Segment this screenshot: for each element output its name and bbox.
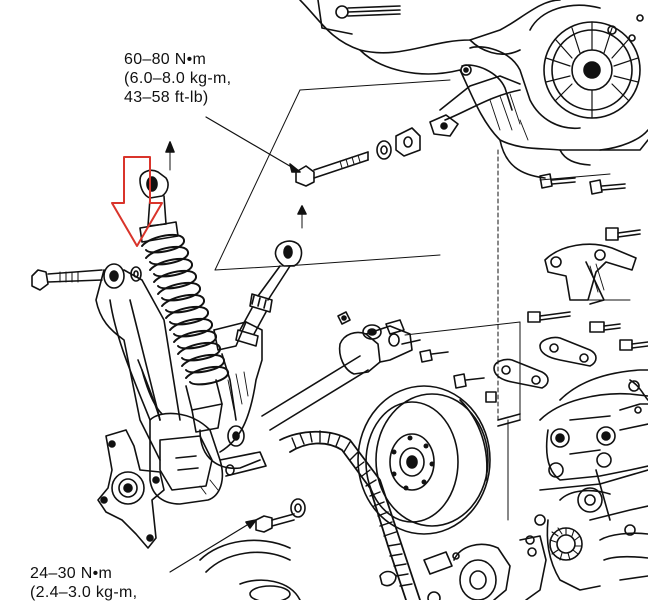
torque-spec-lower-nm: 24–30 N•m — [30, 565, 113, 582]
torque-spec-lower: 24–30 N•m (2.4–3.0 kg-m, — [30, 564, 137, 602]
swing-arm — [31, 263, 267, 505]
torque-spec-upper-ftlb: 43–58 ft-lb) — [124, 89, 209, 106]
transmission-housing-lower — [525, 369, 648, 591]
leader-lines — [165, 79, 631, 573]
upper-shock-bolt — [295, 127, 421, 187]
torque-spec-lower-kgm: (2.4–3.0 kg-m, — [30, 584, 138, 601]
down-arrow-outline-icon — [111, 156, 163, 247]
torque-spec-upper: 60–80 N•m (6.0–8.0 kg-m, 43–58 ft-lb) — [124, 50, 231, 107]
torque-spec-upper-nm: 60–80 N•m — [124, 51, 207, 68]
pulley — [357, 385, 491, 535]
torque-spec-upper-kgm: (6.0–8.0 kg-m, — [124, 70, 232, 87]
engine-housing-upper — [299, 0, 648, 179]
wheel-hub — [97, 429, 165, 549]
right-bolts-brackets — [419, 173, 648, 427]
drive-shaft — [261, 311, 421, 431]
upper-link-rod — [235, 240, 303, 347]
clutch-flange — [379, 535, 547, 605]
drive-belt — [199, 430, 421, 603]
lower-bolt — [255, 498, 306, 533]
